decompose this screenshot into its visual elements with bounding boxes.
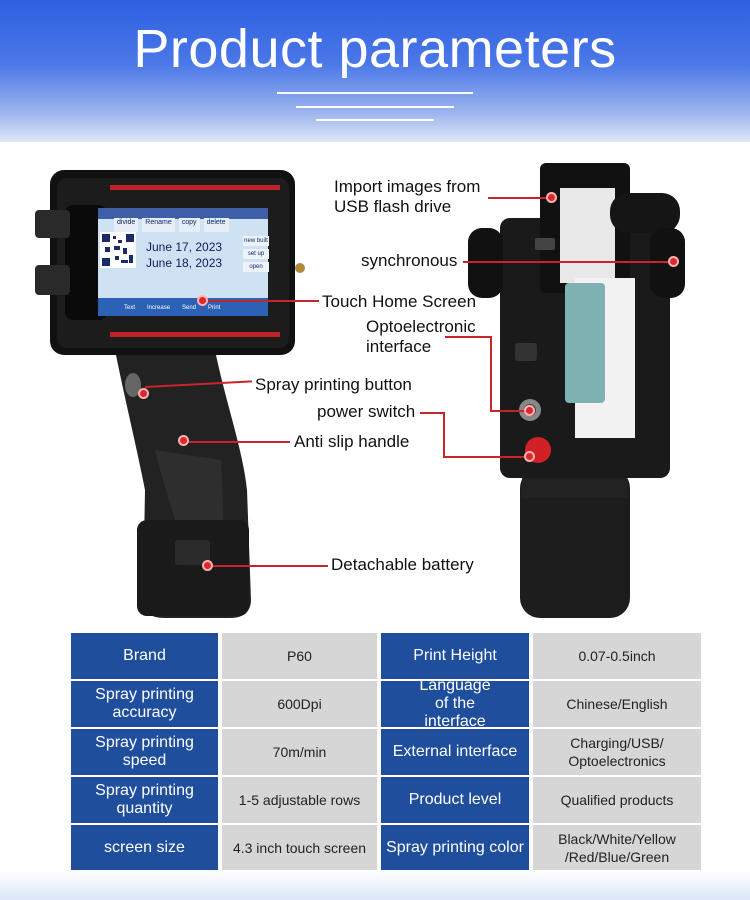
marker-spray-button bbox=[138, 388, 149, 399]
leader-anti-slip bbox=[186, 441, 290, 443]
marker-import-images bbox=[546, 192, 557, 203]
header-banner: Product parameters bbox=[0, 0, 750, 142]
label-spray-button: Spray printing button bbox=[255, 375, 412, 394]
spec-key: Spray printing speed bbox=[71, 729, 218, 775]
screen-date-1: June 17, 2023 bbox=[146, 240, 223, 254]
tab-divide[interactable]: divide bbox=[114, 218, 139, 232]
title-underline-mid bbox=[296, 106, 454, 108]
table-row: Spray printing accuracy 600Dpi Language … bbox=[71, 677, 701, 730]
spec-key: Print Height bbox=[381, 633, 529, 679]
set-up-button[interactable]: set up bbox=[243, 249, 269, 259]
leader-synchronous bbox=[463, 261, 673, 263]
spec-value: Charging/USB/ Optoelectronics bbox=[533, 729, 701, 775]
open-button[interactable]: open bbox=[243, 262, 269, 272]
label-optoelectronic: Optoelectronic interface bbox=[366, 317, 476, 356]
leader-battery bbox=[210, 565, 328, 567]
new-built-button[interactable]: new built bbox=[243, 236, 269, 246]
label-import-images: Import images from USB flash drive bbox=[334, 177, 481, 216]
spec-value: 1-5 adjustable rows bbox=[222, 777, 377, 823]
increase-button[interactable]: Increase bbox=[147, 305, 171, 311]
table-row: screen size 4.3 inch touch screen Spray … bbox=[71, 825, 701, 871]
spec-key: Spray printing quantity bbox=[71, 777, 218, 823]
leader-power-switch-h2 bbox=[443, 456, 528, 458]
leader-power-switch-v bbox=[443, 412, 445, 456]
spec-value: 4.3 inch touch screen bbox=[222, 825, 377, 871]
spec-key: Spray printing accuracy bbox=[71, 681, 218, 727]
printer-back-image bbox=[468, 163, 685, 618]
tab-delete[interactable]: delete bbox=[203, 218, 229, 232]
screen-tab-bar: divide Rename copy delete bbox=[114, 218, 249, 232]
marker-anti-slip bbox=[178, 435, 189, 446]
marker-optoelectronic bbox=[524, 405, 535, 416]
spec-value: 600Dpi bbox=[222, 681, 377, 727]
title-underline-bottom bbox=[316, 119, 434, 121]
spec-key: Language of the interface bbox=[381, 677, 529, 730]
marker-battery bbox=[202, 560, 213, 571]
label-battery: Detachable battery bbox=[331, 555, 474, 574]
spec-value: P60 bbox=[222, 633, 377, 679]
spec-value: Chinese/English bbox=[533, 681, 701, 727]
send-button[interactable]: Send bbox=[182, 305, 197, 311]
leader-optoelectronic-h bbox=[445, 336, 491, 338]
label-synchronous: synchronous bbox=[361, 251, 458, 270]
leader-optoelectronic-h2 bbox=[490, 410, 528, 412]
leader-import-images bbox=[488, 197, 550, 199]
printer-front-image bbox=[35, 170, 305, 618]
spec-value: Black/White/Yellow /Red/Blue/Green bbox=[533, 825, 701, 871]
table-row: Spray printing quantity 1-5 adjustable r… bbox=[71, 777, 701, 823]
leader-power-switch-h bbox=[420, 412, 444, 414]
screen-bottom-bar: Text Increase Send Print bbox=[124, 305, 264, 311]
title-underline-top bbox=[277, 92, 473, 94]
label-power-switch: power switch bbox=[317, 402, 416, 421]
spec-key: Brand bbox=[71, 633, 218, 679]
table-row: Brand P60 Print Height 0.07-0.5inch bbox=[71, 633, 701, 679]
label-touch-screen: Touch Home Screen bbox=[322, 292, 477, 311]
tab-copy[interactable]: copy bbox=[178, 218, 200, 232]
table-row: Spray printing speed 70m/min External in… bbox=[71, 729, 701, 775]
marker-synchronous bbox=[668, 256, 679, 267]
tab-rename[interactable]: Rename bbox=[142, 218, 175, 232]
spec-value: 70m/min bbox=[222, 729, 377, 775]
leader-optoelectronic-v bbox=[490, 336, 492, 410]
spec-value: Qualified products bbox=[533, 777, 701, 823]
spec-key: Spray printing color bbox=[381, 825, 529, 871]
spec-key: External interface bbox=[381, 729, 529, 775]
spec-key: screen size bbox=[71, 825, 218, 871]
spec-value: 0.07-0.5inch bbox=[533, 633, 701, 679]
screen-side-buttons: new built set up open bbox=[243, 236, 269, 272]
leader-touch-screen bbox=[203, 300, 319, 302]
marker-touch-screen bbox=[197, 295, 208, 306]
spec-key: Product level bbox=[381, 777, 529, 823]
bottom-sky-band bbox=[0, 870, 750, 900]
screen-date-2: June 18, 2023 bbox=[146, 256, 223, 270]
page-title: Product parameters bbox=[133, 19, 617, 79]
text-button[interactable]: Text bbox=[124, 305, 136, 311]
label-anti-slip: Anti slip handle bbox=[294, 432, 410, 451]
print-button[interactable]: Print bbox=[208, 305, 221, 311]
marker-power-switch bbox=[524, 451, 535, 462]
